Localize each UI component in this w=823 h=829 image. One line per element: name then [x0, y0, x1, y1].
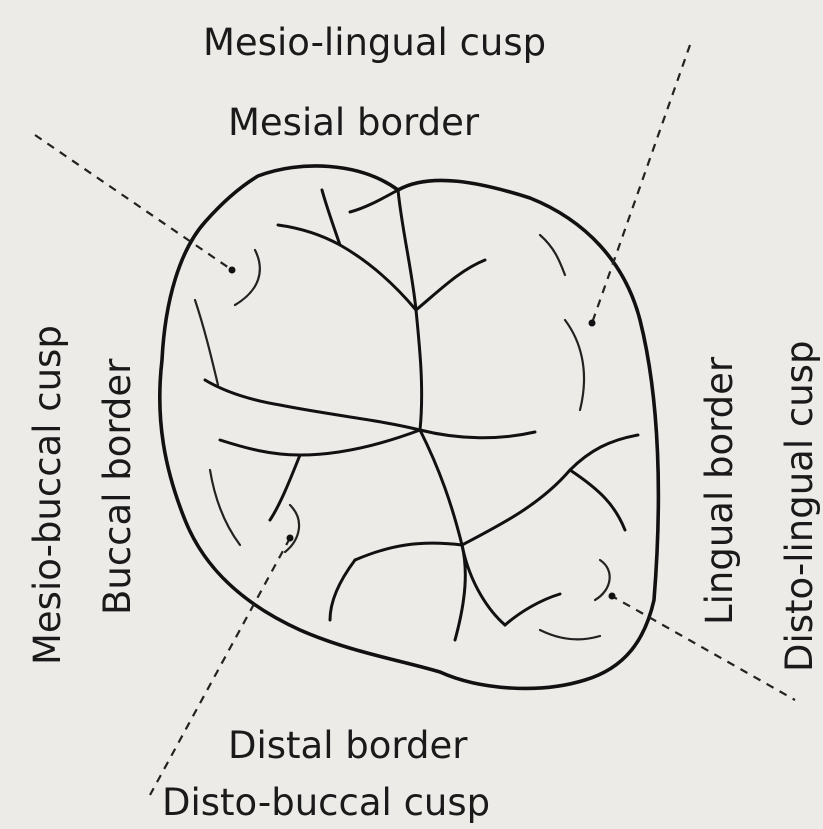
label-disto-buccal-cusp: Disto-buccal cusp — [162, 781, 490, 824]
label-lingual-border: Lingual border — [698, 356, 741, 625]
label-mesio-buccal-cusp: Mesio-buccal cusp — [26, 325, 69, 665]
label-buccal-border: Buccal border — [96, 358, 139, 615]
label-disto-lingual-cusp: Disto-lingual cusp — [778, 341, 821, 672]
leader-mesio-buccal — [35, 135, 232, 270]
label-mesio-lingual-cusp: Mesio-lingual cusp — [203, 21, 546, 64]
label-mesial-border: Mesial border — [228, 101, 480, 144]
leader-lines — [35, 45, 795, 795]
leader-mesio-lingual — [592, 45, 690, 323]
label-distal-border: Distal border — [228, 724, 468, 767]
central-groove-pattern — [205, 190, 638, 640]
